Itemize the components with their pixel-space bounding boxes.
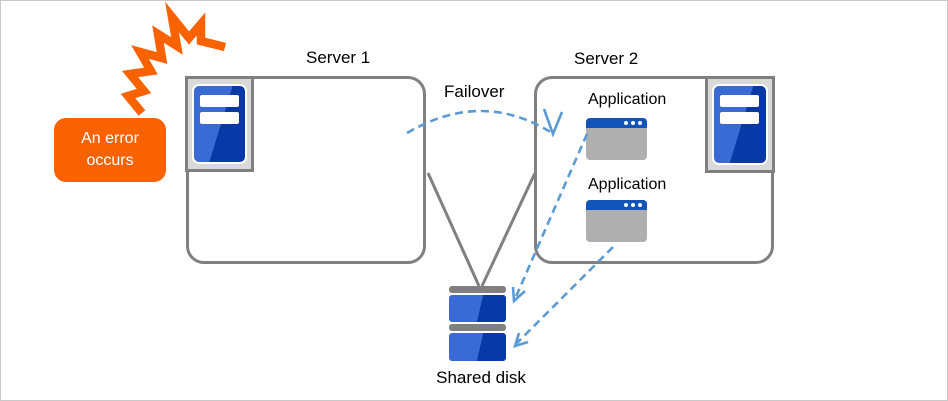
- shared-disk-icon: [449, 286, 506, 362]
- titlebar-dot-icon: [638, 121, 642, 125]
- server1-icon-frame: [185, 76, 254, 172]
- application1-label: Application: [588, 91, 667, 108]
- drive-bay-slot: [200, 112, 239, 124]
- server2-icon-frame: [705, 76, 775, 173]
- server1-disk-connector: [426, 172, 481, 287]
- drive-bay-slot: [720, 112, 759, 124]
- titlebar-dot-icon: [624, 121, 628, 125]
- server2-disk-connector: [480, 172, 537, 287]
- disk-access-arrowhead-icon: [511, 286, 526, 304]
- titlebar-dot-icon: [631, 203, 635, 207]
- titlebar-dot-icon: [631, 121, 635, 125]
- disk-unit: [449, 295, 506, 322]
- application-titlebar: [586, 200, 647, 210]
- error-callout: An error occurs: [54, 118, 166, 182]
- server1-label: Server 1: [306, 48, 371, 67]
- application-window-icon: [586, 118, 647, 160]
- titlebar-dot-icon: [624, 203, 628, 207]
- application-titlebar: [586, 118, 647, 128]
- error-callout-text: An error occurs: [81, 130, 139, 169]
- failover-arrow: [406, 109, 553, 135]
- disk-access-arrowhead-icon: [513, 332, 529, 348]
- shared-disk-label: Shared disk: [436, 368, 526, 387]
- disk-cap: [449, 286, 506, 293]
- drive-bay-slot: [200, 95, 239, 107]
- disk-unit: [449, 333, 506, 361]
- server-tower-icon: [192, 84, 247, 164]
- server-tower-icon: [712, 84, 768, 165]
- drive-bay-slot: [720, 95, 759, 107]
- failover-label: Failover: [444, 82, 505, 101]
- titlebar-dot-icon: [638, 203, 642, 207]
- application-window-icon: [586, 200, 647, 242]
- application2-label: Application: [588, 176, 667, 193]
- disk-cap: [449, 324, 506, 331]
- server2-label: Server 2: [574, 49, 639, 68]
